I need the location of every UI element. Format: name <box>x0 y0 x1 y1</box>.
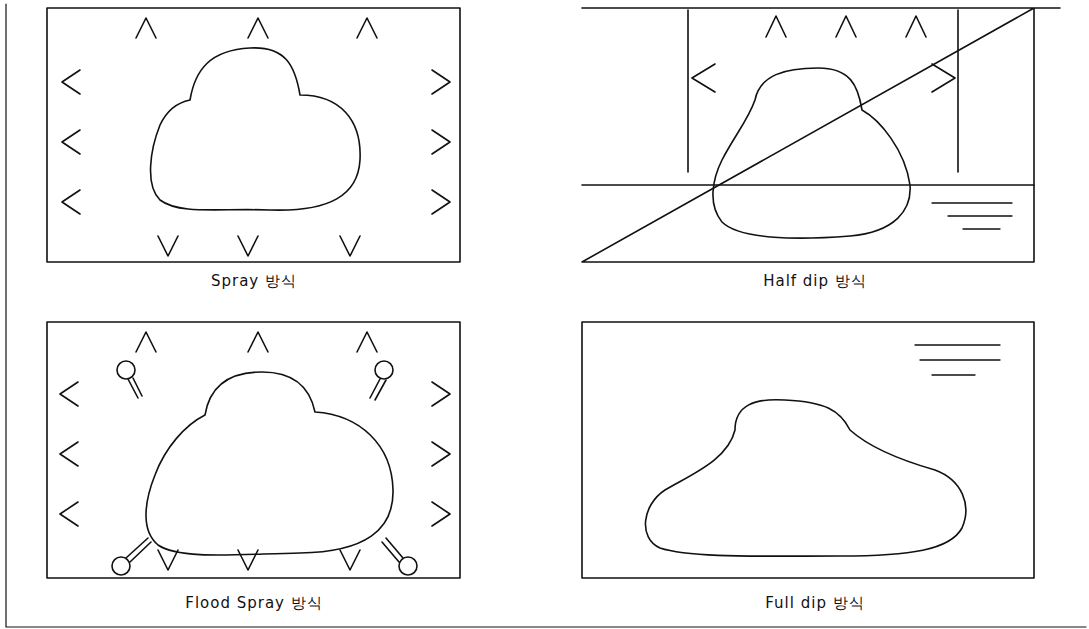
full-dip-panel <box>582 322 1034 578</box>
caption-label: Half dip 방식 <box>761 272 869 291</box>
spray-panel <box>47 8 460 262</box>
caption-label: Spray 방식 <box>209 272 299 291</box>
flood-spray-panel <box>47 322 460 578</box>
caption-label: Flood Spray 방식 <box>183 594 325 613</box>
caption-label: Full dip 방식 <box>763 594 866 613</box>
nozzle-symbol <box>112 361 417 575</box>
half-dip-panel <box>582 8 1060 262</box>
outer-frame <box>6 4 1086 627</box>
